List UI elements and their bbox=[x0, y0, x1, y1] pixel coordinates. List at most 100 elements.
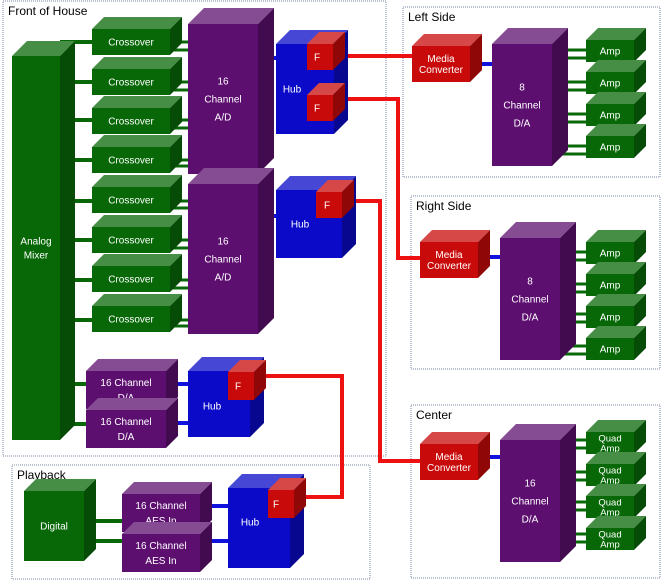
amp-right-3-top bbox=[586, 294, 646, 306]
da-8ch-left-label: 8 bbox=[519, 83, 525, 94]
crossover-box-4-side bbox=[170, 135, 182, 173]
digital-source-box-label: Digital bbox=[40, 522, 68, 533]
crossover-box-5: Crossover bbox=[92, 175, 182, 213]
hub-box-2-label: Hub bbox=[291, 220, 310, 231]
quad-amp-center-2-front bbox=[586, 464, 634, 486]
quad-amp-center-3-side bbox=[634, 484, 646, 518]
amp-left-4-label: Amp bbox=[600, 143, 621, 154]
amp-right-2: Amp bbox=[586, 262, 646, 296]
quad-amp-center-3-front bbox=[586, 496, 634, 518]
crossover-box-1-side bbox=[170, 17, 182, 55]
aes-input-box-2-label: 16 Channel bbox=[135, 541, 186, 552]
amp-right-2-label: Amp bbox=[600, 281, 621, 292]
quad-amp-center-2-side bbox=[634, 452, 646, 486]
quad-amp-center-1-label: Amp bbox=[600, 443, 620, 454]
amp-left-2-top bbox=[586, 60, 646, 72]
ad-converter-box-2-side bbox=[258, 168, 274, 334]
media-converter-right-label: Converter bbox=[427, 261, 472, 272]
fiber-port-3-label: F bbox=[235, 382, 241, 393]
left-side-section-title: Left Side bbox=[408, 10, 456, 24]
fiber-port-2: F bbox=[316, 180, 354, 218]
amp-right-4-side bbox=[634, 326, 646, 360]
media-converter-center-side bbox=[478, 432, 490, 480]
quad-amp-center-2-top bbox=[586, 452, 646, 464]
quad-amp-center-1-top bbox=[586, 420, 646, 432]
da-converter-box-2-side bbox=[166, 398, 178, 448]
crossover-box-3-front bbox=[92, 108, 170, 134]
media-converter-center-label: Converter bbox=[427, 463, 472, 474]
crossover-box-7-top bbox=[92, 254, 182, 266]
da-16ch-center-front bbox=[500, 440, 560, 562]
crossover-box-6-front bbox=[92, 227, 170, 253]
quad-amp-center-2-label: Amp bbox=[600, 475, 620, 486]
amp-left-3-side bbox=[634, 92, 646, 126]
hub-box-4-label: Hub bbox=[241, 518, 260, 529]
analog-mixer-box-side bbox=[60, 41, 75, 440]
fiber-port-2-front bbox=[316, 192, 342, 218]
crossover-box-1-front bbox=[92, 29, 170, 55]
quad-amp-center-1-front bbox=[586, 432, 634, 454]
da-converter-box-2-label: 16 Channel bbox=[100, 417, 151, 428]
analog-mixer-box-label: Mixer bbox=[24, 251, 49, 262]
aes-input-box-1-label: AES In bbox=[145, 516, 176, 527]
analog-mixer-box-label: Analog bbox=[20, 237, 51, 248]
fiber-port-4-top bbox=[268, 478, 306, 490]
amp-left-4: Amp bbox=[586, 124, 646, 158]
right-side-section-title: Right Side bbox=[416, 199, 472, 213]
amp-right-1-label: Amp bbox=[600, 249, 621, 260]
da-converter-box-1-side bbox=[166, 359, 178, 409]
digital-source-box-front bbox=[24, 491, 84, 561]
da-converter-box-2-top bbox=[86, 398, 178, 410]
quad-amp-center-4-side bbox=[634, 516, 646, 550]
fiber-port-2-label: F bbox=[324, 201, 330, 212]
crossover-box-2-side bbox=[170, 57, 182, 95]
crossover-box-5-side bbox=[170, 175, 182, 213]
crossover-box-2-label: Crossover bbox=[108, 78, 154, 89]
crossover-box-4-label: Crossover bbox=[108, 156, 154, 167]
digital-source-box-side bbox=[84, 479, 96, 561]
fiber-port-1a-side bbox=[333, 32, 345, 70]
crossover-box-7-front bbox=[92, 266, 170, 292]
amp-left-4-front bbox=[586, 136, 634, 158]
amp-left-1: Amp bbox=[586, 28, 646, 62]
crossover-box-6-side bbox=[170, 215, 182, 253]
quad-amp-center-3-label: Quad bbox=[598, 497, 621, 508]
media-converter-right-front bbox=[420, 242, 478, 278]
fiber-link-center bbox=[352, 199, 420, 463]
crossover-box-1-label: Crossover bbox=[108, 38, 154, 49]
amp-right-3-label: Amp bbox=[600, 313, 621, 324]
quad-amp-center-3-top bbox=[586, 484, 646, 496]
da-8ch-right-label: D/A bbox=[522, 313, 539, 324]
fiber-port-1b-side bbox=[333, 83, 345, 121]
da-16ch-center-side bbox=[560, 424, 576, 562]
amp-right-1-top bbox=[586, 230, 646, 242]
amp-left-2: Amp bbox=[586, 60, 646, 94]
media-converter-right-top bbox=[420, 230, 490, 242]
aes-input-box-2-top bbox=[122, 522, 212, 534]
amp-left-3-top bbox=[586, 92, 646, 104]
digital-source-box-top bbox=[24, 479, 96, 491]
amp-left-3: Amp bbox=[586, 92, 646, 126]
crossover-box-5-front bbox=[92, 187, 170, 213]
ad-converter-box-1-label: 16 bbox=[217, 77, 229, 88]
crossover-box-7-label: Crossover bbox=[108, 275, 154, 286]
fiber-port-1b: F bbox=[307, 83, 345, 121]
front-of-house-section-title: Front of House bbox=[8, 4, 88, 18]
crossover-box-8-side bbox=[170, 294, 182, 332]
media-converter-center-top bbox=[420, 432, 490, 444]
da-8ch-left-label: Channel bbox=[503, 101, 540, 112]
crossover-box-7-side bbox=[170, 254, 182, 292]
media-converter-left-label: Media bbox=[427, 54, 455, 65]
da-16ch-center-label: Channel bbox=[511, 497, 548, 508]
quad-amp-center-4-label: Amp bbox=[600, 539, 620, 550]
fiber-port-4-label: F bbox=[273, 500, 279, 511]
da-8ch-left-top bbox=[492, 28, 568, 44]
